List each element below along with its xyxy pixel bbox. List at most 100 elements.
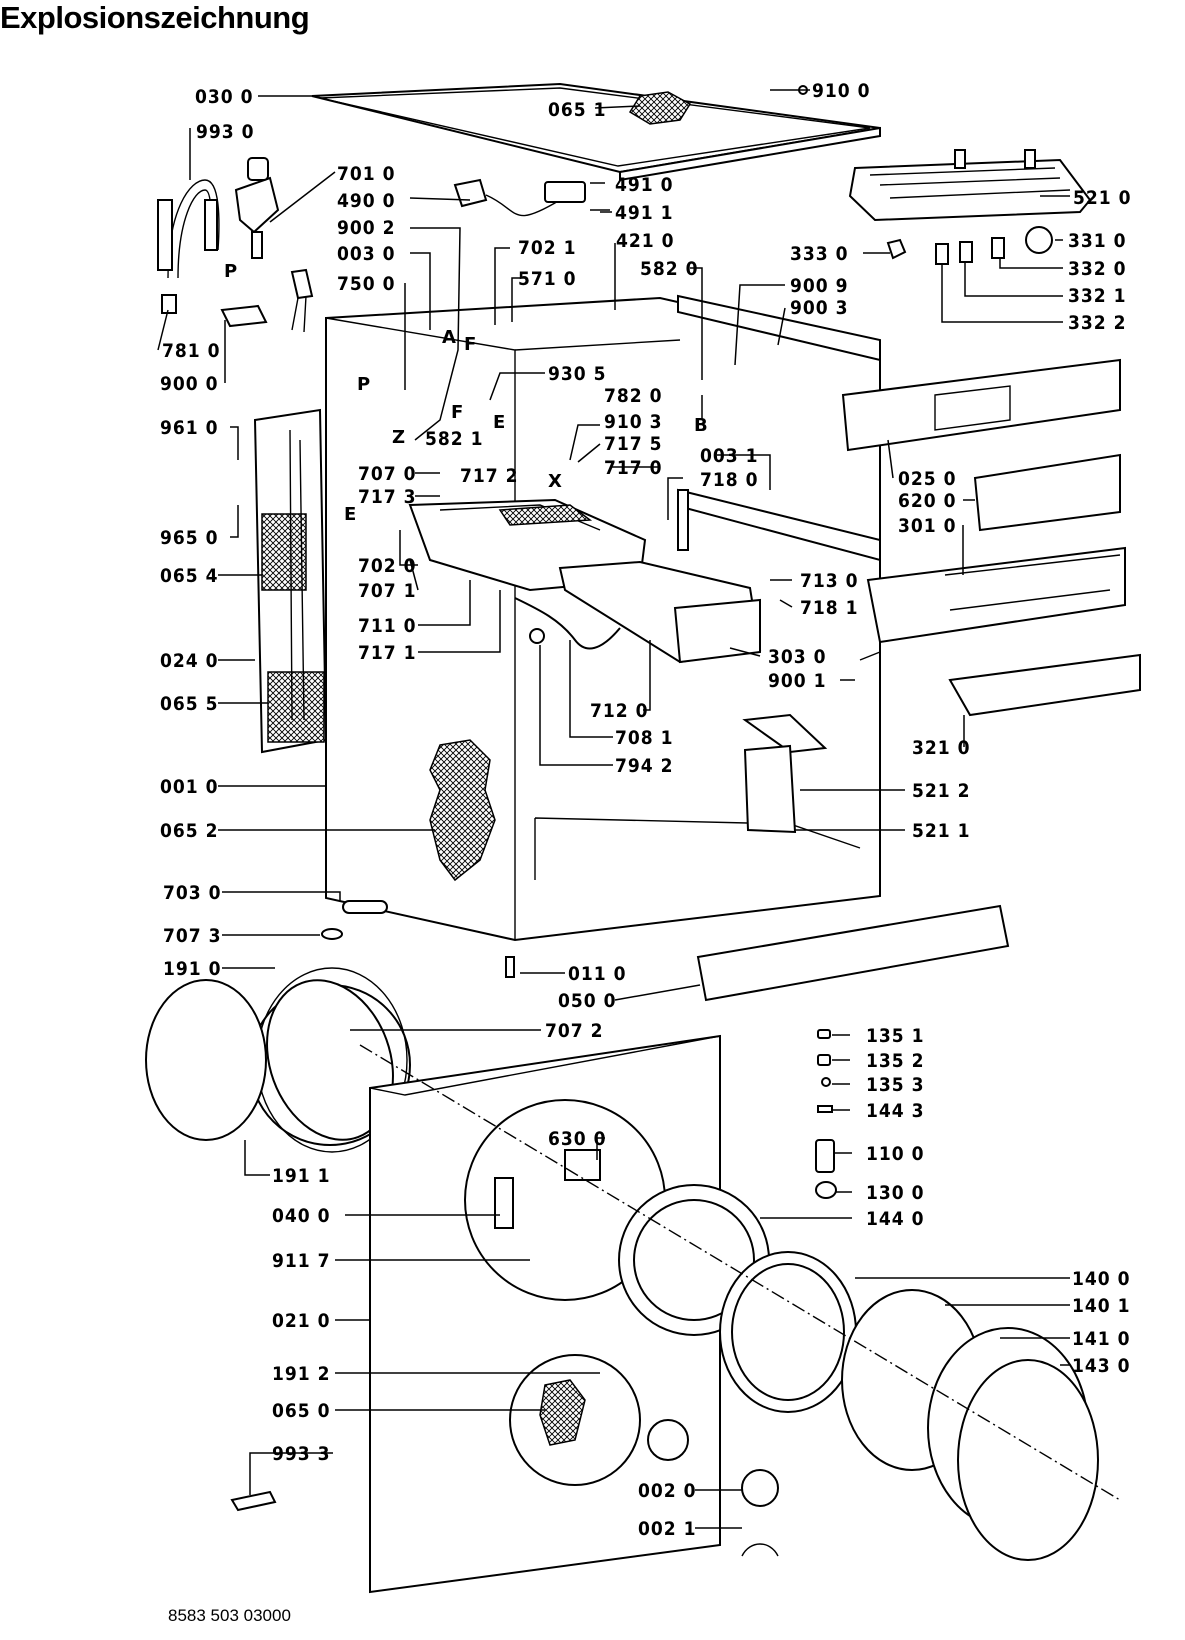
label-144-0: 144 0 <box>866 1208 925 1230</box>
label-582-1: 582 1 <box>425 428 484 450</box>
valve-connector <box>234 157 280 259</box>
leader-lines <box>157 89 1070 1529</box>
support-rails <box>677 294 881 562</box>
label-303-0: 303 0 <box>768 646 827 668</box>
label-707-2: 707 2 <box>545 1020 604 1042</box>
label-571-0: 571 0 <box>518 268 577 290</box>
label-702-0: 702 0 <box>358 555 417 577</box>
label-702-1: 702 1 <box>518 237 577 259</box>
label-491-1: 491 1 <box>615 202 674 224</box>
label-021-0: 021 0 <box>272 1310 331 1332</box>
label-900-3: 900 3 <box>790 297 849 319</box>
label-717-0: 717 0 <box>604 457 663 479</box>
callout-e-mid: E <box>493 412 505 433</box>
bottom-parts <box>230 1469 779 1557</box>
callout-x: X <box>548 471 562 492</box>
label-900-2: 900 2 <box>337 217 396 239</box>
label-040-0: 040 0 <box>272 1205 331 1227</box>
rear-panel <box>253 408 328 754</box>
label-025-0: 025 0 <box>898 468 957 490</box>
callout-letters: P A F P F E Z B X E <box>224 261 708 525</box>
label-491-0: 491 0 <box>615 174 674 196</box>
label-718-1: 718 1 <box>800 597 859 619</box>
cabinet <box>325 296 881 942</box>
label-707-1: 707 1 <box>358 580 417 602</box>
label-321-0: 321 0 <box>912 737 971 759</box>
label-421-0: 421 0 <box>616 230 675 252</box>
inlet-hose <box>157 179 220 314</box>
small-parts <box>815 1029 837 1199</box>
callout-a: A <box>442 327 456 348</box>
label-332-1: 332 1 <box>1068 285 1127 307</box>
label-910-3: 910 3 <box>604 411 663 433</box>
label-002-1: 002 1 <box>638 1518 697 1540</box>
mounting-clip <box>220 304 268 328</box>
label-961-0: 961 0 <box>160 417 219 439</box>
label-050-0: 050 0 <box>558 990 617 1012</box>
callout-f-top: F <box>464 334 476 355</box>
label-750-0: 750 0 <box>337 273 396 295</box>
label-521-1: 521 1 <box>912 820 971 842</box>
top-cover <box>311 82 881 182</box>
label-024-0: 024 0 <box>160 650 219 672</box>
callout-p-hose: P <box>224 261 237 282</box>
label-900-0: 900 0 <box>160 373 219 395</box>
label-332-0: 332 0 <box>1068 258 1127 280</box>
label-620-0: 620 0 <box>898 490 957 512</box>
label-110-0: 110 0 <box>866 1143 925 1165</box>
label-911-7: 911 7 <box>272 1250 331 1272</box>
label-003-0: 003 0 <box>337 243 396 265</box>
label-301-0: 301 0 <box>898 515 957 537</box>
callout-p-box: P <box>357 374 370 395</box>
label-707-3: 707 3 <box>163 925 222 947</box>
label-993-3: 993 3 <box>272 1443 331 1465</box>
front-panel <box>369 1034 721 1594</box>
label-141-0: 141 0 <box>1072 1328 1131 1350</box>
label-630-0: 630 0 <box>548 1128 607 1150</box>
label-135-1: 135 1 <box>866 1025 925 1047</box>
label-065-0: 065 0 <box>272 1400 331 1422</box>
label-711-0: 711 0 <box>358 615 417 637</box>
label-332-2: 332 2 <box>1068 312 1127 334</box>
pump-module <box>742 713 828 834</box>
label-065-2: 065 2 <box>160 820 219 842</box>
label-065-4: 065 4 <box>160 565 219 587</box>
label-708-1: 708 1 <box>615 727 674 749</box>
label-001-0: 001 0 <box>160 776 219 798</box>
label-191-1: 191 1 <box>272 1165 331 1187</box>
label-910-0: 910 0 <box>812 80 871 102</box>
label-191-2: 191 2 <box>272 1363 331 1385</box>
label-781-0: 781 0 <box>162 340 221 362</box>
label-717-2: 717 2 <box>460 465 519 487</box>
label-331-0: 331 0 <box>1068 230 1127 252</box>
label-521-0: 521 0 <box>1073 187 1132 209</box>
callout-f-mid: F <box>451 402 463 423</box>
label-717-5: 717 5 <box>604 433 663 455</box>
label-002-0: 002 0 <box>638 1480 697 1502</box>
dispenser-frame <box>848 149 1092 222</box>
label-011-0: 011 0 <box>568 963 627 985</box>
knob-icon <box>886 226 1053 265</box>
pressure-tube <box>290 268 314 333</box>
callout-e-left: E <box>344 504 356 525</box>
label-717-1: 717 1 <box>358 642 417 664</box>
document-number: 8583 503 03000 <box>168 1606 291 1625</box>
label-707-0: 707 0 <box>358 463 417 485</box>
plinth <box>321 900 1010 1002</box>
label-521-2: 521 2 <box>912 780 971 802</box>
detergent-housing <box>408 498 762 664</box>
label-030-0: 030 0 <box>195 86 254 108</box>
label-140-0: 140 0 <box>1072 1268 1131 1290</box>
label-065-1: 065 1 <box>548 99 607 121</box>
label-965-0: 965 0 <box>160 527 219 549</box>
label-718-0: 718 0 <box>700 469 759 491</box>
label-703-0: 703 0 <box>163 882 222 904</box>
label-144-3: 144 3 <box>866 1100 925 1122</box>
label-930-5: 930 5 <box>548 363 607 385</box>
label-713-0: 713 0 <box>800 570 859 592</box>
label-490-0: 490 0 <box>337 190 396 212</box>
label-712-0: 712 0 <box>590 700 649 722</box>
label-582-0: 582 0 <box>640 258 699 280</box>
callout-z: Z <box>392 427 405 448</box>
label-003-1: 003 1 <box>700 445 759 467</box>
